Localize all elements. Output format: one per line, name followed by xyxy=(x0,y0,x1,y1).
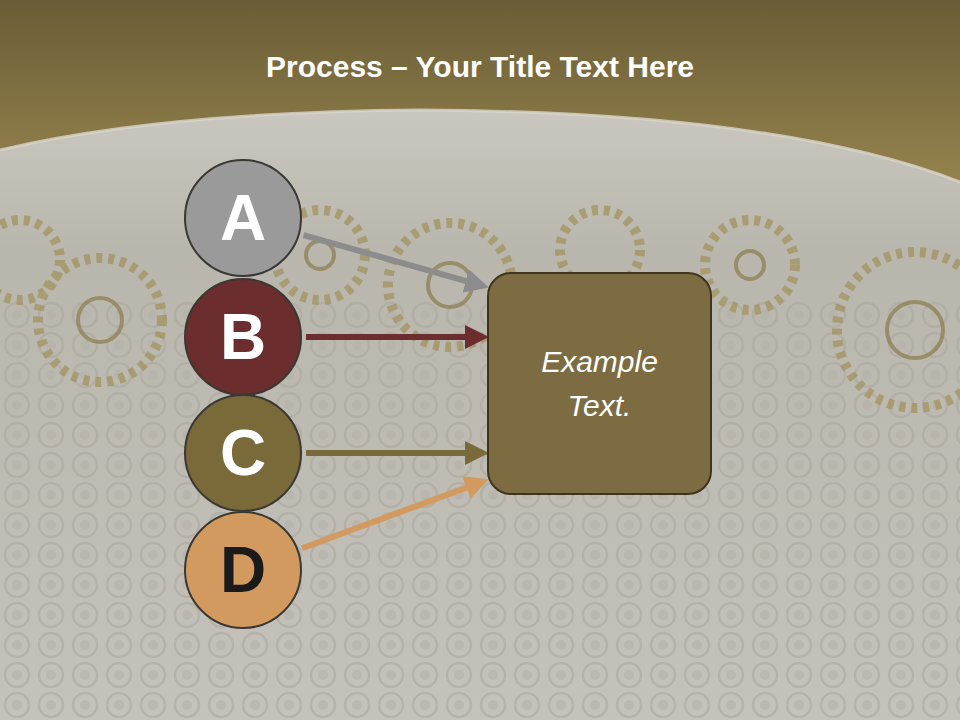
process-box: Example Text. xyxy=(487,272,712,495)
arrow-connector xyxy=(304,235,484,286)
step-circle: A xyxy=(184,159,302,277)
step-circle: C xyxy=(184,394,302,512)
slide-title: Process – Your Title Text Here xyxy=(0,50,960,84)
arrow-connector xyxy=(306,450,483,456)
step-letter: B xyxy=(220,305,266,369)
arrow-connector xyxy=(302,481,483,548)
arrow-connector xyxy=(306,334,483,340)
step-letter: C xyxy=(220,421,266,485)
step-letter: D xyxy=(220,538,266,602)
step-circle: B xyxy=(184,278,302,396)
box-text: Example Text. xyxy=(520,340,680,427)
step-circle: D xyxy=(184,511,302,629)
step-letter: A xyxy=(220,186,266,250)
